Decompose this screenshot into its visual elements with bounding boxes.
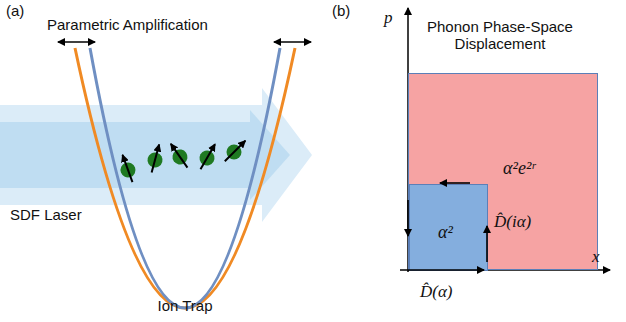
panel-tag: (b) <box>332 2 350 19</box>
squeezed-area: α²e²ʳ α² <box>408 73 598 270</box>
title-label: Parametric Amplification <box>47 16 208 33</box>
operator-label: D̂(iα) <box>494 212 531 232</box>
initial-area: α² <box>409 184 488 271</box>
trap-label: Ion Trap <box>157 297 212 314</box>
axis-label: p <box>384 8 393 28</box>
axis-label: x <box>592 247 600 267</box>
panel-tag: (a) <box>6 2 24 19</box>
laser-beam <box>0 88 312 222</box>
area-label: α²e²ʳ <box>503 158 535 179</box>
operator-label: D̂(α) <box>420 282 453 302</box>
title-label: Phonon Phase-Space Displacement <box>420 18 580 53</box>
laser-label: SDF Laser <box>10 206 82 223</box>
modulation-arrow <box>58 41 95 43</box>
trap-potential <box>75 48 295 308</box>
area-label: α² <box>438 222 453 243</box>
ion-chain <box>115 135 250 184</box>
trap-potential <box>90 48 280 308</box>
modulation-arrow <box>274 41 311 43</box>
